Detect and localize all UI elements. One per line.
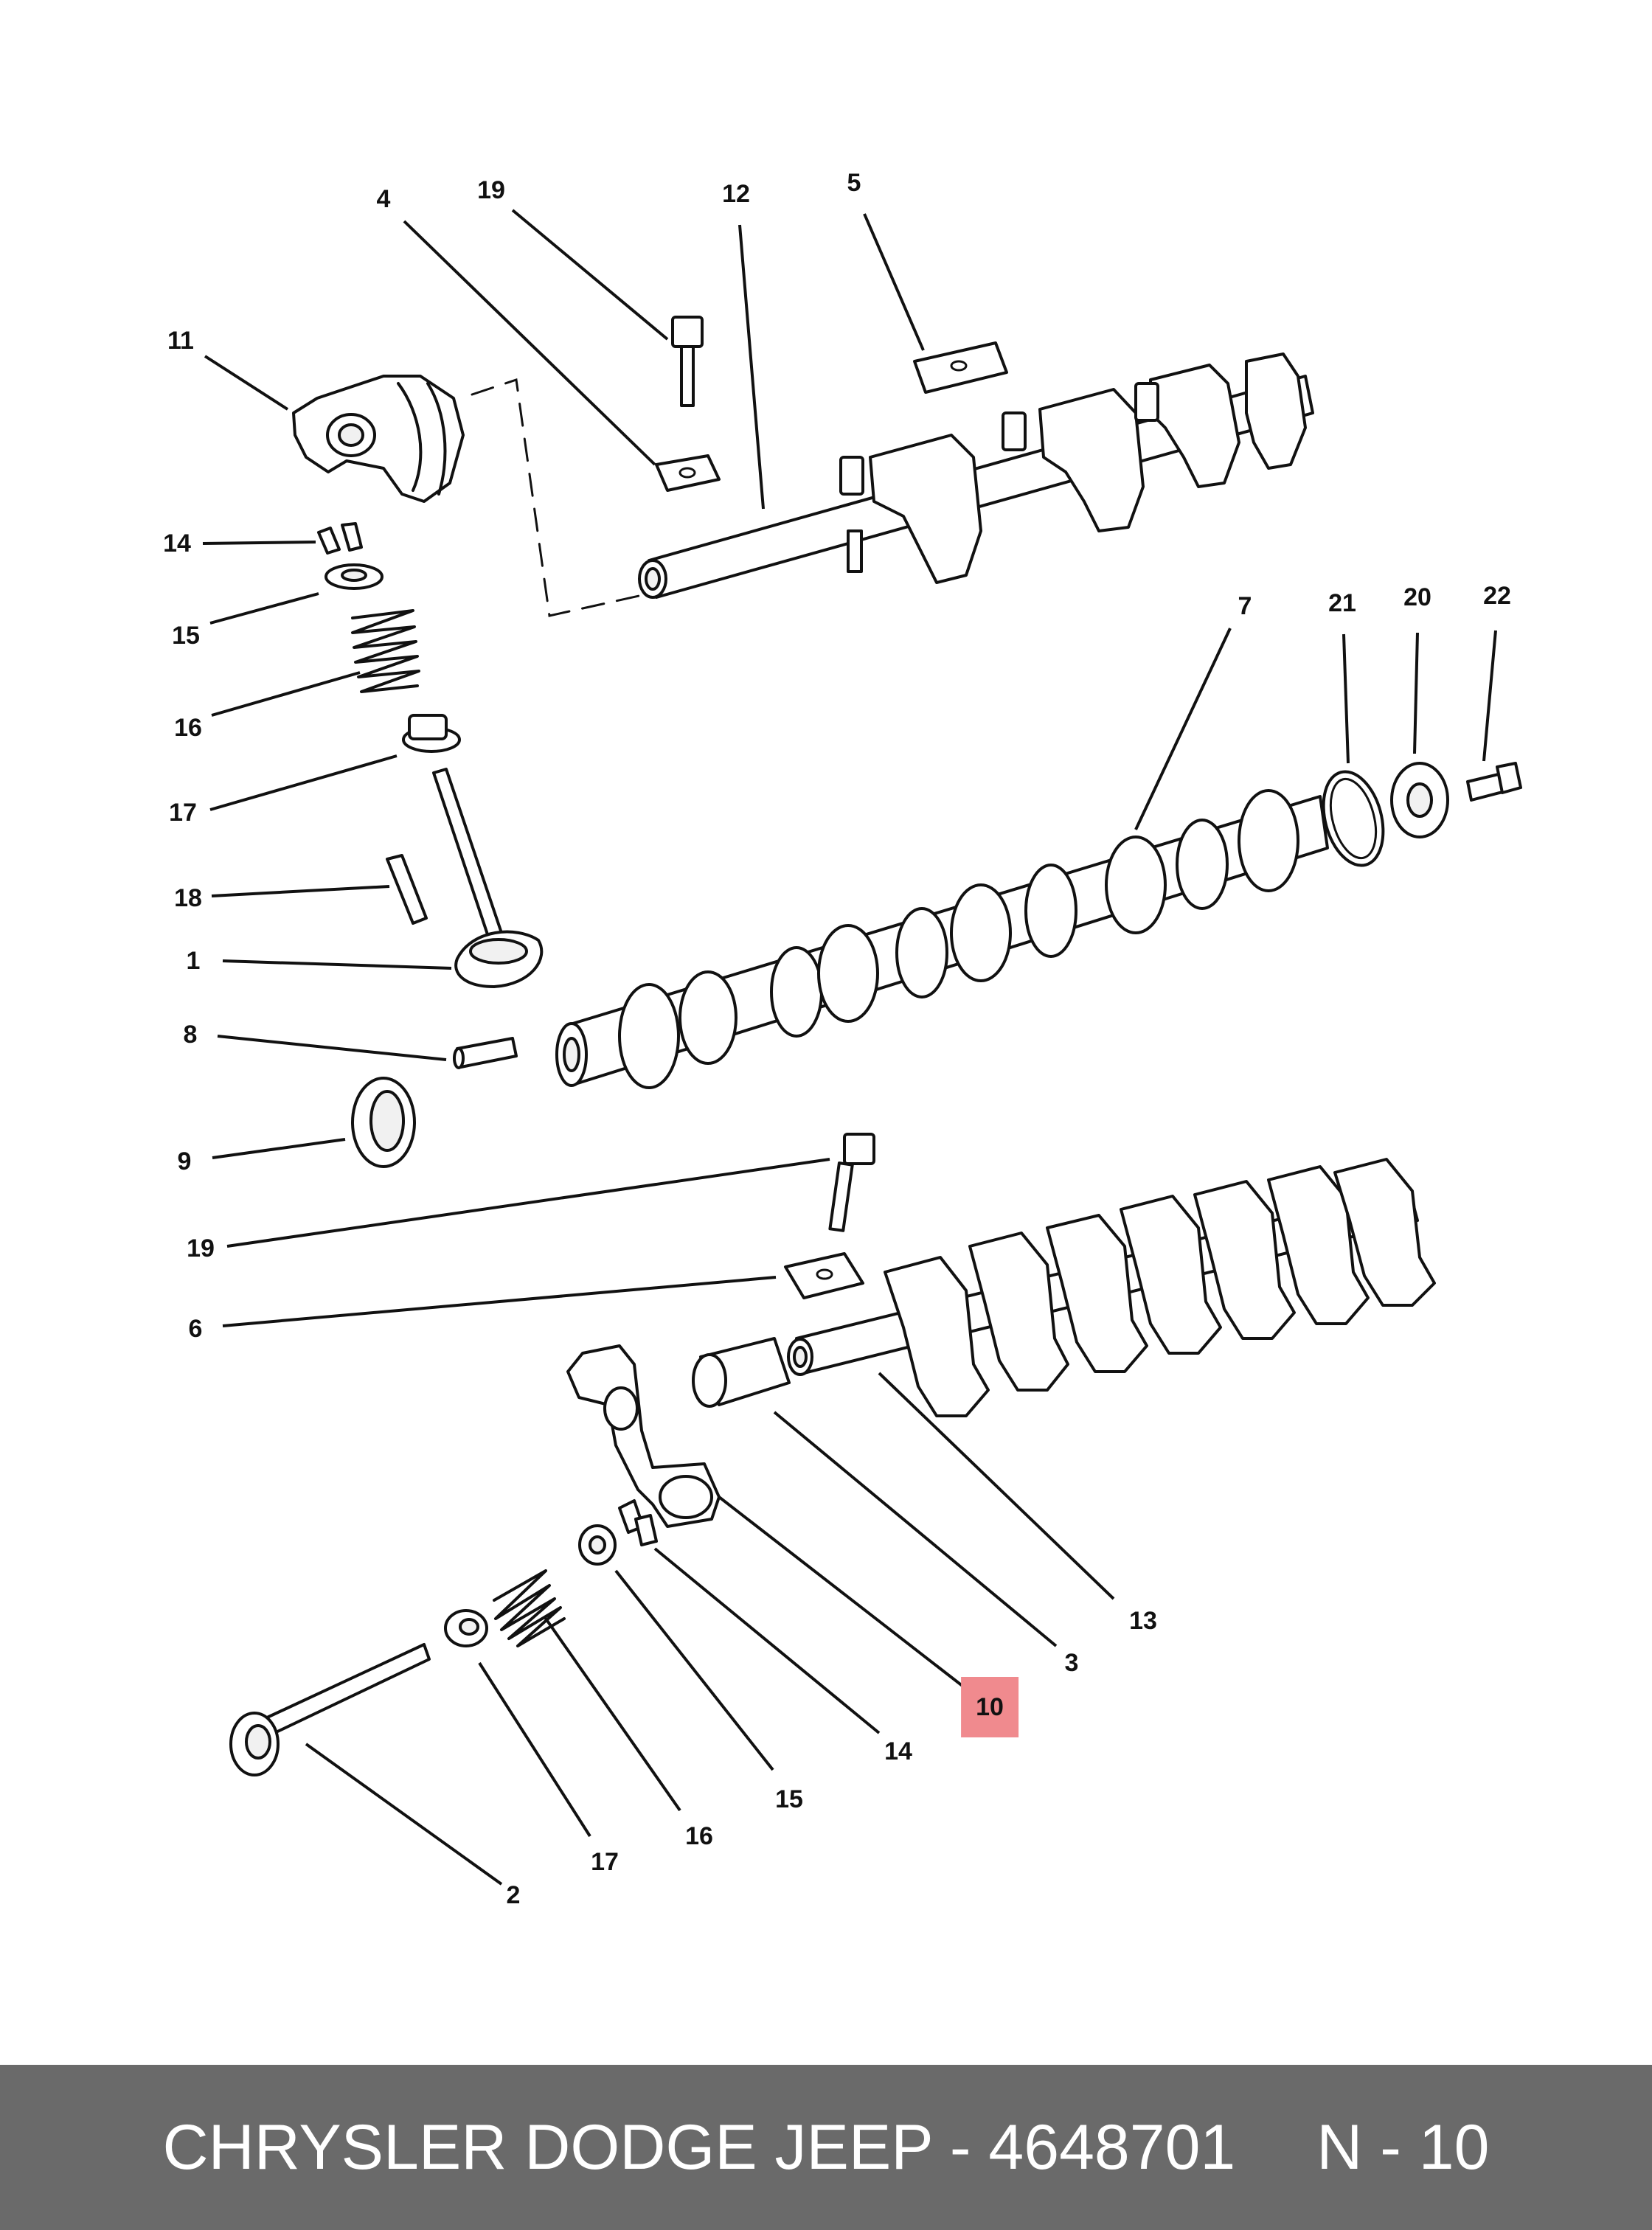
exhaust-valve-icon bbox=[229, 1643, 431, 1776]
callout-3: 3 bbox=[1064, 1649, 1079, 1677]
valve-seal-lower-icon bbox=[444, 1609, 488, 1647]
leader-9 bbox=[212, 1138, 346, 1159]
bridge-upper-icon bbox=[655, 454, 721, 492]
bolt-lower-icon bbox=[828, 1133, 875, 1232]
leader-4 bbox=[403, 220, 656, 466]
leader-15-left bbox=[209, 592, 319, 625]
bridge-lower-icon bbox=[784, 1252, 864, 1299]
callout-15-bottom: 15 bbox=[775, 1785, 803, 1813]
leader-13 bbox=[878, 1372, 1115, 1600]
leader-17-bottom bbox=[478, 1661, 591, 1838]
valve-keeper-lower-icon bbox=[618, 1499, 658, 1546]
camshaft-gear-icon bbox=[1390, 762, 1449, 838]
leader-5 bbox=[863, 213, 925, 351]
callout-21: 21 bbox=[1328, 589, 1356, 617]
callout-19-mid: 19 bbox=[187, 1234, 215, 1262]
pivot-icon bbox=[692, 1337, 791, 1408]
camshaft-icon bbox=[555, 789, 1329, 1089]
callout-11: 11 bbox=[167, 327, 194, 355]
leader-17-left bbox=[209, 754, 398, 811]
spring-retainer-icon bbox=[324, 563, 384, 590]
leader-8 bbox=[217, 1035, 447, 1061]
leader-14-bottom bbox=[653, 1547, 881, 1734]
callout-2: 2 bbox=[506, 1881, 521, 1909]
valve-spring-icon bbox=[351, 609, 420, 693]
callout-22: 22 bbox=[1483, 582, 1511, 610]
part-brand-number: CHRYSLER DODGE JEEP - 4648701 bbox=[162, 2111, 1236, 2183]
leader-22 bbox=[1482, 630, 1497, 762]
leader-21 bbox=[1342, 633, 1350, 764]
callout-8: 8 bbox=[183, 1021, 198, 1049]
bolt-upper-icon bbox=[671, 316, 704, 407]
upper-shaft-bolts bbox=[839, 382, 1159, 573]
leader-2 bbox=[305, 1743, 503, 1886]
leader-1 bbox=[222, 959, 452, 970]
leader-19-top bbox=[511, 209, 669, 341]
callout-19-top: 19 bbox=[477, 176, 505, 204]
upper-rocker-arms bbox=[869, 352, 1307, 584]
callout-13: 13 bbox=[1129, 1607, 1157, 1635]
intake-valve-icon bbox=[432, 768, 544, 988]
callout-14-left: 14 bbox=[163, 529, 191, 558]
exploded-parts-diagram bbox=[202, 209, 1522, 1886]
leader-12 bbox=[738, 224, 765, 510]
callout-9: 9 bbox=[177, 1147, 192, 1175]
lower-rocker-shaft-icon bbox=[787, 1158, 1436, 1417]
bridge-right-icon bbox=[913, 341, 1008, 394]
callout-1: 1 bbox=[186, 947, 201, 975]
callout-16-bottom: 16 bbox=[685, 1822, 713, 1850]
callout-16-left: 16 bbox=[174, 714, 202, 742]
guide-pin-icon bbox=[386, 854, 428, 925]
leader-19-mid bbox=[226, 1158, 830, 1248]
callout-6: 6 bbox=[188, 1315, 203, 1343]
leader-lines bbox=[202, 209, 1497, 1886]
callout-17-bottom: 17 bbox=[591, 1848, 619, 1876]
leader-14-left bbox=[202, 541, 316, 545]
part-reference: N - 10 bbox=[1316, 2111, 1490, 2183]
lower-rocker-arms bbox=[884, 1158, 1436, 1417]
callout-7: 7 bbox=[1238, 592, 1252, 620]
dowel-pin-icon bbox=[453, 1037, 518, 1069]
leader-20 bbox=[1413, 632, 1419, 754]
leader-6 bbox=[222, 1276, 777, 1327]
part-number-footer: CHRYSLER DODGE JEEP - 4648701 N - 10 bbox=[0, 2065, 1652, 2230]
leader-10 bbox=[718, 1496, 968, 1690]
upper-rocker-shaft-icon bbox=[638, 352, 1314, 599]
spring-retainer-lower-icon bbox=[578, 1524, 617, 1566]
callout-12: 12 bbox=[722, 180, 750, 208]
gear-bolt-icon bbox=[1466, 762, 1522, 802]
leader-18 bbox=[211, 885, 390, 897]
leader-15-bottom bbox=[614, 1569, 774, 1771]
o-ring-icon bbox=[1322, 770, 1385, 867]
valve-spring-lower-icon bbox=[493, 1569, 566, 1647]
rocker-arm-10-icon bbox=[566, 1344, 721, 1528]
cam-lobes bbox=[618, 789, 1299, 1089]
leader-7 bbox=[1134, 628, 1232, 830]
callout-5: 5 bbox=[847, 169, 861, 197]
camshaft-seal-icon bbox=[351, 1077, 416, 1168]
leader-16-left bbox=[211, 671, 361, 717]
leader-3 bbox=[773, 1411, 1058, 1647]
callout-15-left: 15 bbox=[172, 622, 200, 650]
valve-seal-icon bbox=[402, 714, 461, 753]
rocker-arm-icon bbox=[292, 375, 465, 503]
valve-keeper-icon bbox=[317, 522, 363, 555]
callout-10-highlighted: 10 bbox=[961, 1677, 1018, 1737]
dashed-assembly-line bbox=[471, 378, 650, 617]
callout-14-bottom: 14 bbox=[884, 1737, 912, 1765]
callout-18: 18 bbox=[174, 884, 202, 912]
callout-17-left: 17 bbox=[169, 799, 197, 827]
callout-20: 20 bbox=[1403, 583, 1431, 611]
callout-4: 4 bbox=[376, 185, 391, 213]
leader-11 bbox=[204, 355, 289, 411]
leader-16-bottom bbox=[543, 1615, 681, 1812]
